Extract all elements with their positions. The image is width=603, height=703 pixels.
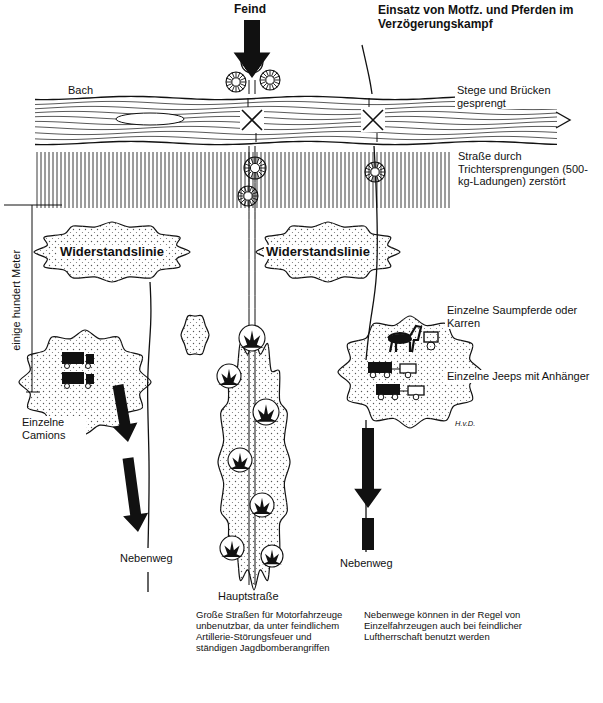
- impact-symbol: [239, 325, 265, 351]
- distance-label: einige hundert Meter: [10, 250, 23, 351]
- crater-symbol: [244, 157, 266, 179]
- forest-stipple: [181, 315, 209, 354]
- jeep-note: Einzelne Jeeps mit Anhänger: [445, 370, 599, 383]
- impacts-main-road: [217, 325, 283, 567]
- forest-stipple: [34, 222, 190, 282]
- stream-label: Bach: [66, 84, 95, 97]
- roads: [148, 45, 378, 592]
- arrows: [112, 20, 381, 550]
- main-road-label: Hauptstraße: [218, 590, 279, 603]
- movement-arrow: [112, 384, 137, 442]
- resistance-line-label: Widerstandslinie: [264, 245, 372, 260]
- crater-symbol: [365, 162, 385, 182]
- crater-symbol: [238, 186, 258, 206]
- vehicles: [62, 326, 438, 400]
- blown-bridges: [240, 98, 385, 142]
- enemy-label: Feind: [234, 3, 266, 17]
- forest-outline: [256, 222, 400, 282]
- impact-symbol: [253, 399, 279, 425]
- impact-symbol: [217, 364, 241, 388]
- forest-stipple: [218, 334, 290, 590]
- main-road-note: Große Straßen für Motorfahrzeuge unbenut…: [196, 610, 354, 654]
- pack-horse-note: Einzelne Saumpferde oder Karren: [445, 304, 599, 329]
- forest-outline: [181, 315, 209, 354]
- bridge-note: Stege und Brücken gesprengt: [455, 84, 599, 109]
- side-road-label: Nebenweg: [120, 552, 173, 565]
- diagram-title: Einsatz von Motfz. und Pferden im Verzög…: [378, 4, 593, 32]
- movement-arrow: [234, 20, 271, 78]
- crater-symbol: [260, 70, 280, 90]
- artist-signature: H.v.D.: [455, 420, 475, 429]
- impact-symbol: [261, 545, 283, 567]
- movement-arrow: [354, 428, 382, 508]
- destroyed-road-band: [35, 152, 450, 208]
- impact-symbol: [250, 493, 274, 517]
- forest-outline: [34, 222, 190, 282]
- woods: [19, 222, 482, 590]
- forest-stipple: [256, 222, 400, 282]
- road-destruction-note: Straße durch Trichtersprengungen (500-kg…: [458, 150, 598, 188]
- truck-note: Einzelne Camions: [20, 416, 86, 441]
- impact-symbol: [228, 448, 252, 472]
- forest-outline: [218, 334, 290, 590]
- impact-symbol: [220, 536, 244, 560]
- movement-arrow: [123, 457, 149, 532]
- side-road-label: Nebenweg: [340, 557, 393, 570]
- side-road-note: Nebenwege können in der Regel von Einzel…: [364, 610, 524, 643]
- crater-symbol: [226, 72, 246, 92]
- resistance-line-label: Widerstandslinie: [58, 245, 166, 260]
- distance-bracket: [4, 205, 62, 392]
